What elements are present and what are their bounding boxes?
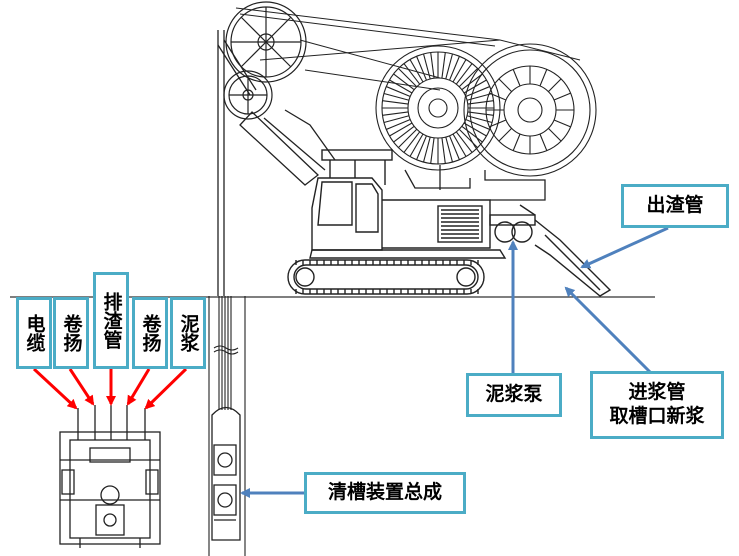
label-juanyang-1: 卷扬 [53, 297, 89, 369]
reel-spoke [389, 122, 413, 137]
reel-spoke [448, 56, 460, 81]
reel-spoke [409, 133, 424, 157]
reel-spoke [430, 137, 435, 164]
label-qingcao: 清槽装置总成 [304, 472, 466, 514]
slurry-chute [534, 219, 612, 297]
reel-spoke [489, 119, 507, 128]
reel-spoke [512, 69, 521, 87]
reel-spoke [458, 128, 478, 148]
arrow-nijiang [144, 367, 188, 410]
reel-spoke [489, 92, 507, 101]
label-dianlan-text: 电缆 [23, 314, 46, 352]
device-detail [59, 405, 161, 548]
arrow-chuzhaguan [580, 226, 669, 269]
reel-spoke [539, 133, 548, 151]
reel-spoke [422, 53, 431, 80]
reel-spoke [539, 69, 548, 87]
reel-spoke [465, 86, 490, 98]
label-nijiangbeng: 泥浆泵 [466, 373, 562, 417]
reel-spoke [463, 122, 487, 137]
reel-spoke [458, 68, 478, 88]
cleaning-device [211, 406, 241, 541]
label-paizhaguan-text: 排渣管 [100, 292, 123, 349]
reel-spoke [445, 136, 454, 163]
hose-reel-left [375, 45, 501, 171]
reel-spoke [452, 59, 467, 83]
reel-spoke [498, 127, 513, 142]
reel-spoke [448, 135, 460, 160]
mud-pump [489, 204, 536, 243]
reel-spoke [383, 115, 410, 124]
reel-spoke [553, 119, 571, 128]
label-jinjiangguan-line2: 取槽口新浆 [609, 405, 705, 427]
arrow-juanyang-1 [68, 368, 95, 406]
trench-hoses [208, 296, 246, 556]
label-dianlan: 电缆 [16, 297, 52, 369]
reel-spoke [553, 92, 571, 101]
label-paizhaguan: 排渣管 [93, 272, 129, 369]
reel-spoke [430, 52, 435, 79]
top-sheave [225, 1, 307, 83]
label-jinjiangguan-line1: 进浆管 [628, 381, 686, 404]
arrow-dianlan [32, 367, 78, 410]
label-juanyang-2: 卷扬 [132, 297, 168, 369]
arrow-jinjiangguan [564, 286, 652, 374]
reel-spoke [393, 125, 415, 143]
reel-spoke [461, 125, 483, 143]
reel-spoke [398, 68, 418, 88]
reel-spoke [398, 128, 418, 148]
reel-spoke [465, 118, 490, 130]
reel-spoke [403, 63, 421, 85]
reel-spoke [467, 111, 494, 116]
reel-spoke [441, 137, 446, 164]
reel-spoke [547, 127, 562, 142]
label-chuzhaguan-text: 出渣管 [646, 194, 704, 217]
label-jinjiangguan: 进浆管 取槽口新浆 [590, 371, 724, 439]
red-arrows [32, 367, 188, 410]
small-sheave [223, 70, 273, 120]
label-juanyang-1-text: 卷扬 [60, 314, 83, 352]
reel-spoke [467, 100, 494, 105]
reel-spoke [386, 86, 411, 98]
reel-spoke [512, 133, 521, 151]
reel-spoke [498, 78, 513, 93]
label-nijiang: 泥浆 [170, 297, 206, 369]
reel-spoke [386, 118, 411, 130]
reel-spoke [389, 79, 413, 94]
reel-spoke [382, 100, 409, 105]
reel-frame [404, 165, 546, 201]
reel-spoke [463, 79, 487, 94]
label-juanyang-2-text: 卷扬 [139, 314, 162, 352]
reel-spoke [452, 133, 467, 157]
boom [239, 109, 336, 186]
machine-body [309, 199, 507, 259]
reel-spoke [455, 131, 473, 153]
reel-spoke [403, 131, 421, 153]
reel-spoke [382, 111, 409, 116]
label-nijiang-text: 泥浆 [177, 314, 200, 352]
reel-spoke [547, 78, 562, 93]
reel-spoke [409, 59, 424, 83]
blue-arrows [240, 226, 669, 498]
label-qingcao-text: 清槽装置总成 [327, 481, 442, 504]
label-chuzhaguan: 出渣管 [621, 184, 729, 228]
reel-spoke [383, 92, 410, 101]
reel-spoke [461, 73, 483, 91]
reel-spoke [441, 52, 446, 79]
arrow-juanyang-2 [126, 368, 151, 406]
reel-spoke [455, 63, 473, 85]
reel-spoke [416, 135, 428, 160]
cab [311, 149, 393, 251]
label-nijiangbeng-text: 泥浆泵 [485, 383, 543, 406]
reel-spoke [416, 56, 428, 81]
reel-spoke [445, 53, 454, 80]
crawler-track [287, 259, 485, 295]
reel-spoke [422, 136, 431, 163]
hose-reel-right [463, 43, 597, 177]
reel-spoke [393, 73, 415, 91]
